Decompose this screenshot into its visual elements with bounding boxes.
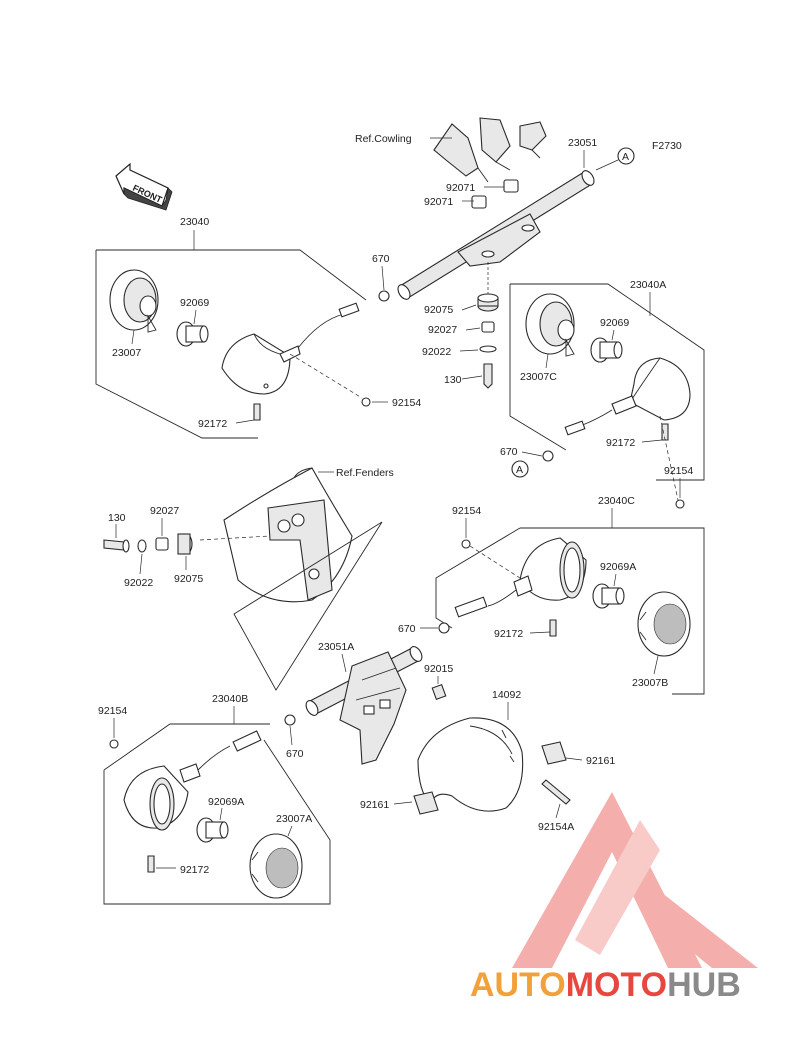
label-92022-mid: 92022 — [124, 577, 153, 589]
socket-23007A — [249, 833, 303, 899]
socket-23007C — [525, 293, 575, 357]
watermark-auto: AUTO — [470, 966, 566, 1004]
label-23007: 23007 — [112, 347, 141, 359]
cowling-bracket — [430, 117, 547, 183]
label-14092: 14092 — [492, 689, 521, 701]
lens-housing-rear-right — [454, 537, 587, 618]
assy-23040A-frame-left — [509, 284, 567, 451]
screw-92172-left — [253, 403, 261, 421]
label-92071-b: 92071 — [424, 196, 453, 208]
label-130-top: 130 — [444, 374, 462, 386]
label-92172-rear-right: 92172 — [494, 628, 523, 640]
socket-23007 — [109, 269, 159, 333]
assy-23040B-frame-bottom — [103, 739, 331, 905]
front-turn-signal-stay — [397, 170, 595, 300]
o-ring-670-rear-right — [438, 622, 450, 634]
screw-92154A — [541, 779, 571, 805]
label-92154-right: 92154 — [664, 465, 693, 477]
label-670-rear-left: 670 — [286, 748, 304, 760]
rear-fender — [223, 467, 353, 603]
watermark-logo — [512, 792, 758, 968]
label-23040A: 23040A — [630, 279, 666, 291]
label-23040B: 23040B — [212, 693, 248, 705]
lens-housing-right-front — [564, 357, 691, 436]
label-92172-right: 92172 — [606, 437, 635, 449]
screw-92154-rear-left — [109, 739, 119, 749]
label-23007B: 23007B — [632, 677, 668, 689]
watermark-moto: MOTO — [566, 966, 667, 1004]
label-23007C: 23007C — [520, 371, 557, 383]
label-23007A: 23007A — [276, 813, 312, 825]
ref-cowling-label: Ref.Cowling — [355, 133, 412, 145]
label-670-rear-right: 670 — [398, 623, 416, 635]
label-92172-rear-left: 92172 — [180, 864, 209, 876]
label-670-right: 670 — [500, 446, 518, 458]
bulb-92069A-rear-right — [592, 583, 625, 609]
label-92015: 92015 — [424, 663, 453, 675]
watermark-text: AUTOMOTOHUB — [470, 966, 741, 1004]
assy-23040-frame-bottom — [95, 250, 258, 439]
label-92154-left: 92154 — [392, 397, 421, 409]
ref-circle-a-bottom-label: A — [516, 464, 523, 476]
screw-92154-right — [675, 499, 685, 509]
cushion-92161-right — [541, 741, 567, 765]
label-23040C: 23040C — [598, 495, 635, 507]
label-23051A: 23051A — [318, 641, 354, 653]
figure-code: F2730 — [652, 140, 682, 152]
fastener-stack-left — [103, 533, 193, 555]
label-92022-top: 92022 — [422, 346, 451, 358]
label-92027-top: 92027 — [428, 324, 457, 336]
rear-turn-signal-stay — [305, 646, 423, 765]
cushion-92161-left — [413, 791, 439, 815]
label-92069A-rear-right: 92069A — [600, 561, 636, 573]
label-92075-top: 92075 — [424, 304, 453, 316]
label-92069A-rear-left: 92069A — [208, 796, 244, 808]
clamp-92015 — [431, 683, 447, 701]
ref-circle-a-bottom — [511, 460, 529, 478]
bulb-92069A-rear-left — [196, 817, 229, 843]
label-92075-mid: 92075 — [174, 573, 203, 585]
assy-23040C-frame-right — [520, 527, 705, 695]
label-23040: 23040 — [180, 216, 209, 228]
assy-23040C-frame-left — [435, 527, 521, 629]
label-92069-right: 92069 — [600, 317, 629, 329]
screw-92154-left — [361, 397, 371, 407]
stay-ref-triangle — [233, 521, 383, 691]
socket-23007B — [637, 591, 691, 657]
o-ring-670-right — [542, 450, 554, 462]
label-92071-a: 92071 — [446, 182, 475, 194]
o-ring-670-left — [378, 290, 390, 302]
bulb-92069 — [176, 321, 209, 347]
bulb-92069-right — [590, 337, 623, 363]
o-ring-670-rear-left — [284, 714, 296, 726]
lens-housing-rear-left — [123, 730, 262, 831]
label-92154A: 92154A — [538, 821, 574, 833]
label-92027-mid: 92027 — [150, 505, 179, 517]
label-130-mid: 130 — [108, 512, 126, 524]
label-23051: 23051 — [568, 137, 597, 149]
label-670-left: 670 — [372, 253, 390, 265]
label-92154-rear-right: 92154 — [452, 505, 481, 517]
screw-92172-rear-left — [147, 855, 155, 873]
assy-23040A-frame-right — [510, 283, 705, 481]
screw-92154-rear-right — [461, 539, 471, 549]
screw-92172-rear-right — [549, 619, 557, 637]
ref-fenders-label: Ref.Fenders — [336, 467, 394, 479]
watermark-hub: HUB — [667, 966, 741, 1004]
grommet-stack-top — [477, 262, 499, 389]
label-92069: 92069 — [180, 297, 209, 309]
label-92161-right: 92161 — [586, 755, 615, 767]
label-92172-left: 92172 — [198, 418, 227, 430]
lens-housing-left-front — [221, 302, 360, 395]
assy-23040B-frame-top — [103, 723, 270, 771]
screw-92172-right — [661, 423, 669, 441]
ref-circle-a-top — [617, 147, 635, 165]
front-arrow: FRONT — [115, 162, 173, 211]
label-92154-rear-left: 92154 — [98, 705, 127, 717]
ref-circle-a-top-label: A — [622, 151, 629, 163]
label-92161-left: 92161 — [360, 799, 389, 811]
assy-23040-frame-top — [96, 249, 367, 301]
